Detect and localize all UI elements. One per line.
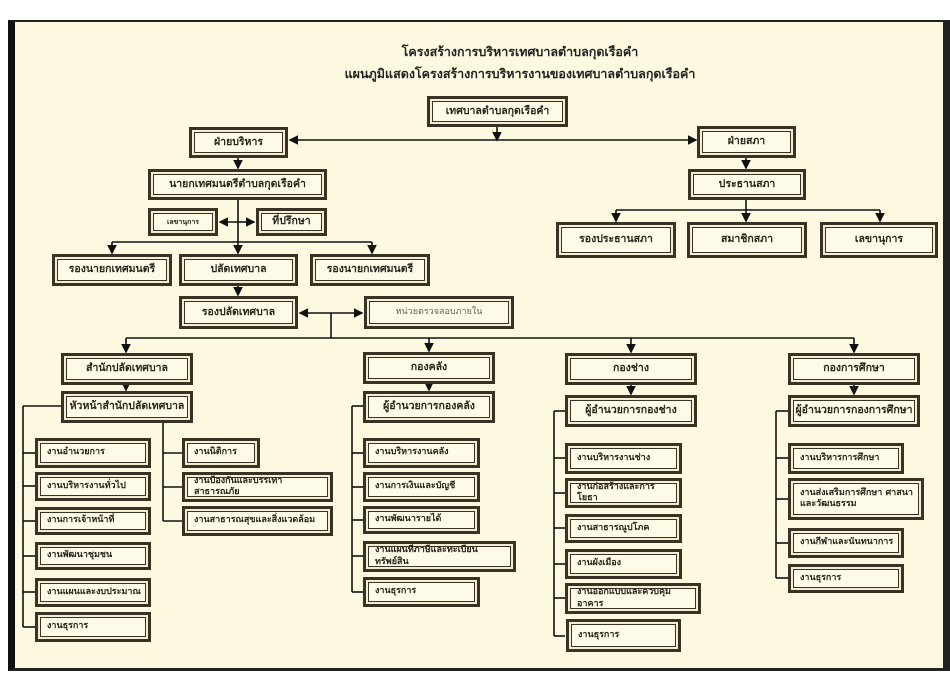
unit-box: งานสาธารณสุขและสิ่งแวดล้อม — [182, 506, 333, 536]
executive-branch-box: ฝ่ายบริหาร — [189, 127, 288, 158]
unit-box: งานธุรการ — [788, 564, 904, 593]
unit-box: งานบริหารงานทั่วไป — [35, 472, 151, 501]
unit-box: งานออกแบบและควบคุมอาคาร — [565, 583, 701, 614]
unit-box: งานอำนวยการ — [35, 438, 151, 468]
unit-box: งานธุรการ — [35, 612, 151, 642]
division-head-box: ผู้อำนวยการกองคลัง — [363, 391, 495, 423]
unit-box: งานกีฬาและนันทนาการ — [788, 528, 904, 558]
municipal-clerk-box: ปลัดเทศบาล — [179, 254, 298, 286]
council-vice-chair-box: รองประธานสภา — [556, 222, 676, 258]
root-box: เทศบาลตำบลกุดเรือคำ — [427, 96, 568, 127]
unit-box: งานส่งเสริมการศึกษา ศาสนา และวัฒนธรรม — [788, 478, 924, 520]
chart-title: โครงสร้างการบริหารเทศบาลตำบลกุดเรือคำ — [401, 44, 639, 59]
division-box: กองช่าง — [565, 353, 697, 385]
chart-subtitle: แผนภูมิแสดงโครงสร้างการบริหารงานของเทศบา… — [344, 66, 696, 81]
division-head-box: ผู้อำนวยการกองช่าง — [565, 395, 697, 427]
council-chair-box: ประธานสภา — [688, 169, 806, 200]
unit-box: งานป้องกันและบรรเทาสาธารณภัย — [182, 472, 333, 502]
unit-box: งานสาธารณูปโภค — [565, 514, 682, 543]
deputy-clerk-box: รองปลัดเทศบาล — [179, 296, 298, 329]
advisor-box: ที่ปรึกษา — [256, 208, 327, 236]
unit-box: งานพัฒนาชุมชน — [35, 542, 151, 570]
unit-box: งานก่อสร้างและการโยธา — [565, 478, 682, 508]
unit-box: งานธุรการ — [566, 619, 681, 652]
unit-box: งานธุรการ — [363, 577, 480, 607]
division-box: กองการศึกษา — [788, 353, 920, 385]
unit-box: งานนิติการ — [182, 438, 260, 468]
unit-box: งานแผนและงบประมาณ — [35, 578, 151, 607]
mayor-box: นายกเทศมนตรีตำบลกุดเรือคำ — [148, 169, 327, 200]
division-box: กองคลัง — [363, 352, 495, 384]
division-box: สำนักปลัดเทศบาล — [61, 353, 193, 385]
unit-box: งานบริหารการศึกษา — [788, 443, 904, 474]
division-head-box: ผู้อำนวยการกองการศึกษา — [788, 395, 920, 427]
unit-box: งานผังเมือง — [565, 549, 682, 579]
unit-box: งานแผนที่ภาษีและทะเบียนทรัพย์สิน — [363, 541, 516, 572]
unit-box: งานการเงินและบัญชี — [363, 472, 480, 502]
mayor-secretary-box: เลขานุการ — [148, 208, 218, 236]
council-secretary-box: เลขานุการ — [820, 222, 938, 258]
deputy-mayor-left-box: รองนายกเทศมนตรี — [52, 254, 172, 286]
council-branch-box: ฝ่ายสภา — [697, 126, 796, 158]
unit-box: งานบริหารงานคลัง — [363, 438, 480, 468]
deputy-mayor-right-box: รองนายกเทศมนตรี — [310, 254, 430, 286]
division-head-box: หัวหน้าสำนักปลัดเทศบาล — [61, 391, 193, 423]
internal-audit-box: หน่วยตรวจสอบภายใน — [364, 296, 514, 329]
council-members-box: สมาชิกสภา — [687, 222, 807, 258]
unit-box: งานพัฒนารายได้ — [363, 506, 480, 534]
unit-box: งานการเจ้าหน้าที่ — [35, 507, 151, 535]
unit-box: งานบริหารงานช่าง — [565, 443, 682, 474]
